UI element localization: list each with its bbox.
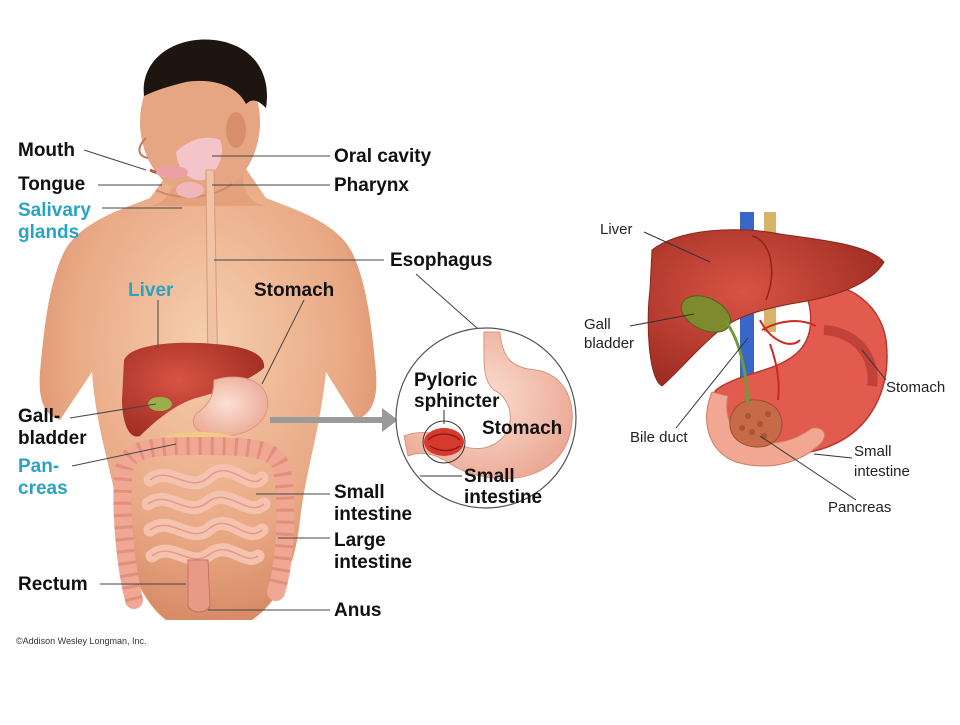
label-esophagus: Esophagus [390,250,493,271]
side-label-bile-duct: Bile duct [630,429,688,446]
copyright-notice: ©Addison Wesley Longman, Inc. [16,636,147,646]
side-label-small-intestine-line2: intestine [854,463,910,480]
hair [143,39,267,109]
pyloric-sphincter-shape [424,428,464,456]
side-label-small-intestine-line1: Small [854,443,892,460]
liver-stomach-detail-figure [647,212,888,467]
inset-label-pyloric-line1: Pyloric [414,370,478,391]
side-leader-lines [629,231,887,501]
label-rectum: Rectum [18,574,88,595]
stomach-inset [395,327,577,509]
label-mouth: Mouth [18,140,75,161]
label-small-intestine-line1: Small [334,482,385,503]
ear [226,112,246,148]
label-salivary-line2: glands [18,222,80,243]
label-small-intestine-line2: intestine [334,504,413,525]
main-leader-lines [69,149,487,611]
label-salivary-line1: Salivary [18,200,91,221]
label-pharynx: Pharynx [334,175,409,196]
label-pancreas-line2: creas [18,478,68,499]
label-stomach: Stomach [254,280,335,301]
small-intestine-organ [141,464,271,566]
side-label-pancreas: Pancreas [828,499,892,516]
salivary-gland [176,182,204,198]
tongue-shape [156,166,188,178]
side-label-gall-line2: bladder [584,335,635,352]
label-oral-cavity: Oral cavity [334,146,432,167]
inset-label-small-intestine-line2: intestine [464,487,543,508]
inset-label-stomach: Stomach [482,418,563,439]
label-gall-line1: Gall- [18,406,61,427]
inset-label-pyloric-line2: sphincter [414,391,500,412]
inset-label-small-intestine-line1: Small [464,466,515,487]
side-label-stomach: Stomach [886,379,946,396]
detail-liver [647,229,885,387]
label-large-intestine-line1: Large [334,530,386,551]
label-liver: Liver [128,280,174,301]
human-torso-figure [39,39,377,620]
label-gall-line2: bladder [18,428,87,449]
label-pancreas-line1: Pan- [18,456,60,477]
label-large-intestine-line2: intestine [334,552,413,573]
rectum-organ [187,559,211,613]
label-tongue: Tongue [18,174,86,195]
liver-organ [122,342,265,437]
zoom-arrow [270,408,398,432]
gall-bladder-organ [148,397,172,411]
detail-bile-duct [724,321,750,405]
side-label-liver: Liver [600,221,633,238]
label-anus: Anus [334,600,382,621]
detail-pancreas [729,399,783,448]
side-label-gall-line1: Gall [584,316,611,333]
